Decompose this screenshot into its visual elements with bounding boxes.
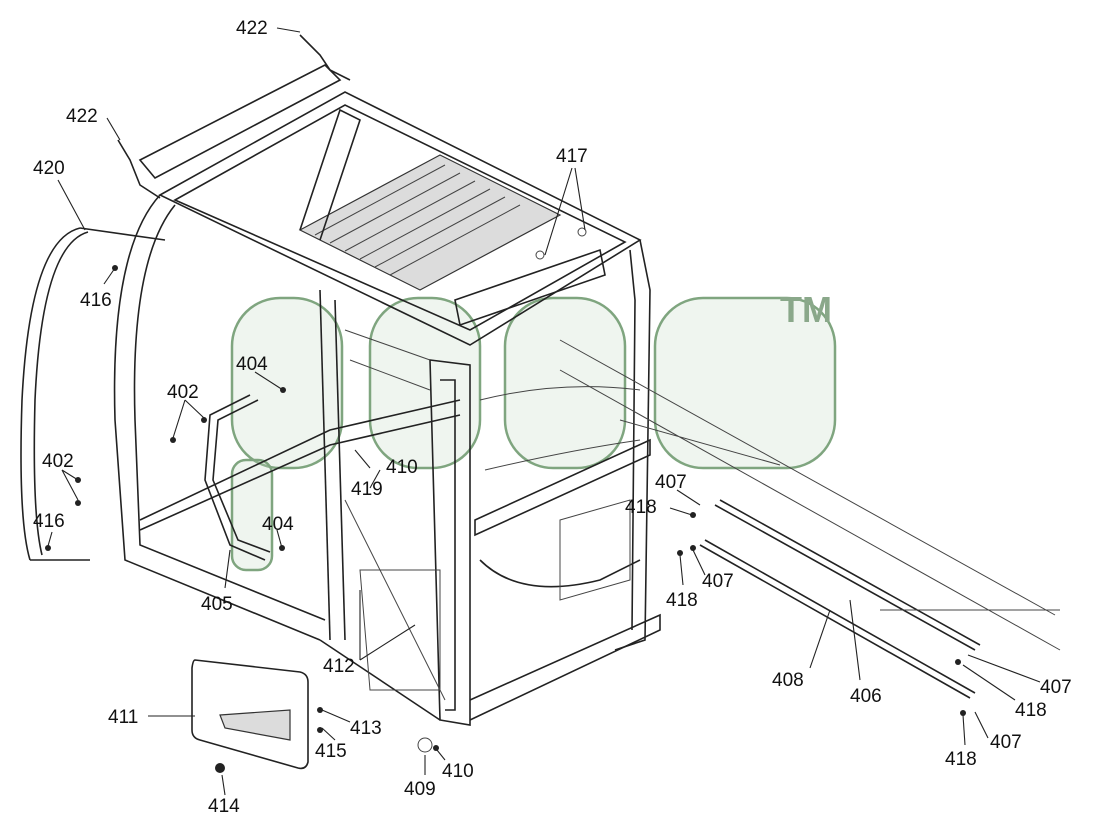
leader-lines — [47, 27, 1041, 796]
callout-416-lower: 416 — [33, 511, 65, 532]
watermark-logo: TM — [230, 289, 837, 572]
callout-420: 420 — [33, 158, 65, 179]
callout-410-mid: 410 — [386, 457, 418, 478]
callout-422-left: 422 — [66, 106, 98, 127]
callout-412: 412 — [323, 656, 355, 677]
callout-labels: 422 422 420 416 416 417 404 404 402 402 … — [33, 18, 1072, 817]
callout-407-c: 407 — [1040, 677, 1072, 698]
callout-409: 409 — [404, 779, 436, 800]
callout-411: 411 — [108, 707, 138, 728]
callout-404-lower: 404 — [262, 514, 294, 535]
handrail-405 — [204, 394, 271, 561]
callout-407-d: 407 — [990, 732, 1022, 753]
callout-405: 405 — [201, 594, 233, 615]
callout-414: 414 — [208, 796, 240, 817]
trademark-symbol: TM — [780, 289, 832, 330]
callout-422-top: 422 — [236, 18, 268, 39]
fasteners — [45, 265, 966, 773]
callout-415: 415 — [315, 741, 347, 762]
callout-413: 413 — [350, 718, 382, 739]
callout-404-upper: 404 — [236, 354, 268, 375]
callout-406: 406 — [850, 686, 882, 707]
cover-panel-411 — [191, 659, 309, 770]
cab-roof — [158, 91, 642, 346]
roof-rail — [117, 34, 351, 199]
callout-408: 408 — [772, 670, 804, 691]
callout-416-upper: 416 — [80, 290, 112, 311]
callout-418-d: 418 — [945, 749, 977, 770]
callout-418-b: 418 — [666, 590, 698, 611]
callout-418-a: 418 — [625, 497, 657, 518]
callout-410-bottom: 410 — [442, 761, 474, 782]
callout-407-a: 407 — [655, 472, 687, 493]
callout-419: 419 — [351, 479, 383, 500]
cab-frame — [113, 194, 661, 726]
callout-407-b: 407 — [702, 571, 734, 592]
callout-402-lower: 402 — [42, 451, 74, 472]
callout-418-c: 418 — [1015, 700, 1047, 721]
callout-417: 417 — [556, 146, 588, 167]
callout-402-upper: 402 — [167, 382, 199, 403]
front-glass-420 — [20, 227, 166, 561]
gas-struts — [559, 339, 1061, 699]
